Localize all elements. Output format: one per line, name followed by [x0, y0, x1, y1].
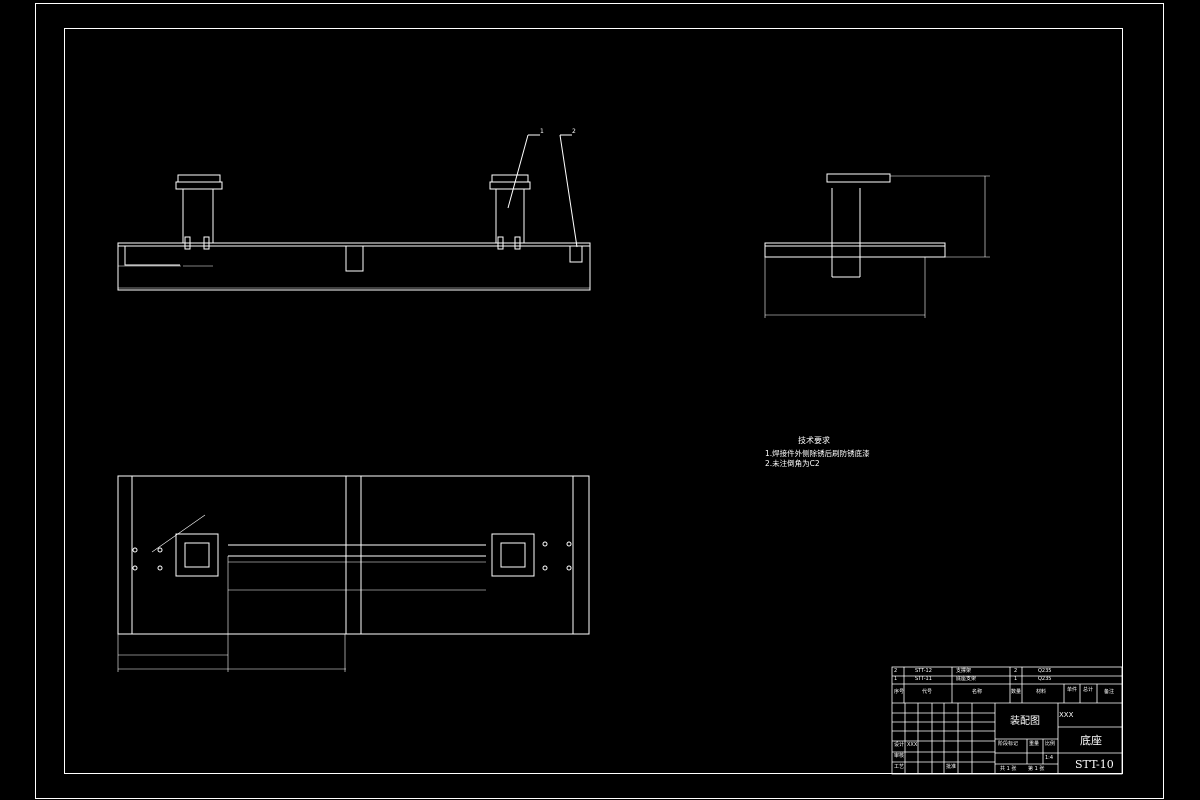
process-label: 工艺 [894, 764, 905, 770]
bom-header-qty: 数量 [1011, 689, 1022, 695]
side-view [764, 173, 990, 318]
scale-value: 1:4 [1045, 755, 1054, 761]
bom-header-single: 单件 [1067, 687, 1078, 693]
bom-name-2: 支撑架 [956, 668, 972, 674]
bom-header-material: 材料 [1036, 689, 1047, 695]
part-name: 底座 [1080, 734, 1102, 747]
bom-header-total: 总计 [1083, 687, 1094, 693]
drawing-number: STT-10 [1075, 758, 1114, 771]
bom-material-2: Q235 [1038, 668, 1052, 674]
designer-name: XXX [907, 742, 918, 748]
bom-qty-2: 2 [1014, 668, 1018, 674]
technical-requirement-2: 2.未注倒角为C2 [765, 459, 820, 468]
top-view [117, 475, 590, 672]
bom-header-seq: 序号 [894, 689, 905, 695]
check-label: 审核 [894, 753, 905, 759]
outer-frame [35, 3, 1164, 799]
sheet-total: 共 1 张 [1000, 766, 1017, 772]
sheet-current: 第 1 张 [1028, 766, 1045, 772]
balloon-2: 2 [572, 128, 576, 135]
school-name: XXX [1059, 711, 1074, 719]
drawing-type: 装配图 [1010, 716, 1040, 727]
bom-header-note: 备注 [1104, 689, 1115, 695]
front-view [117, 134, 591, 291]
bom-seq-2: 2 [894, 668, 898, 674]
technical-requirement-1: 1.焊接件外侧除锈后刷防锈底漆 [765, 449, 870, 458]
weight-label: 重量 [1029, 741, 1040, 747]
bom-seq-1: 1 [894, 676, 898, 682]
bom-qty-1: 1 [1014, 676, 1018, 682]
bom-header-name: 名称 [972, 689, 983, 695]
technical-requirements-title: 技术要求 [798, 436, 830, 445]
bom-code-1: STT-11 [915, 676, 932, 682]
balloon-1: 1 [540, 128, 544, 135]
title-block [891, 666, 1123, 775]
approve-label: 批准 [946, 764, 957, 770]
bom-header-code: 代号 [922, 689, 933, 695]
bom-code-2: STT-12 [915, 668, 932, 674]
bom-material-1: Q235 [1038, 676, 1052, 682]
stage-label: 阶段标记 [998, 741, 1019, 747]
bom-name-1: 底座支架 [956, 676, 977, 682]
scale-label: 比例 [1045, 741, 1056, 747]
designer-label: 设计 [894, 742, 905, 748]
inner-frame [64, 28, 1123, 774]
